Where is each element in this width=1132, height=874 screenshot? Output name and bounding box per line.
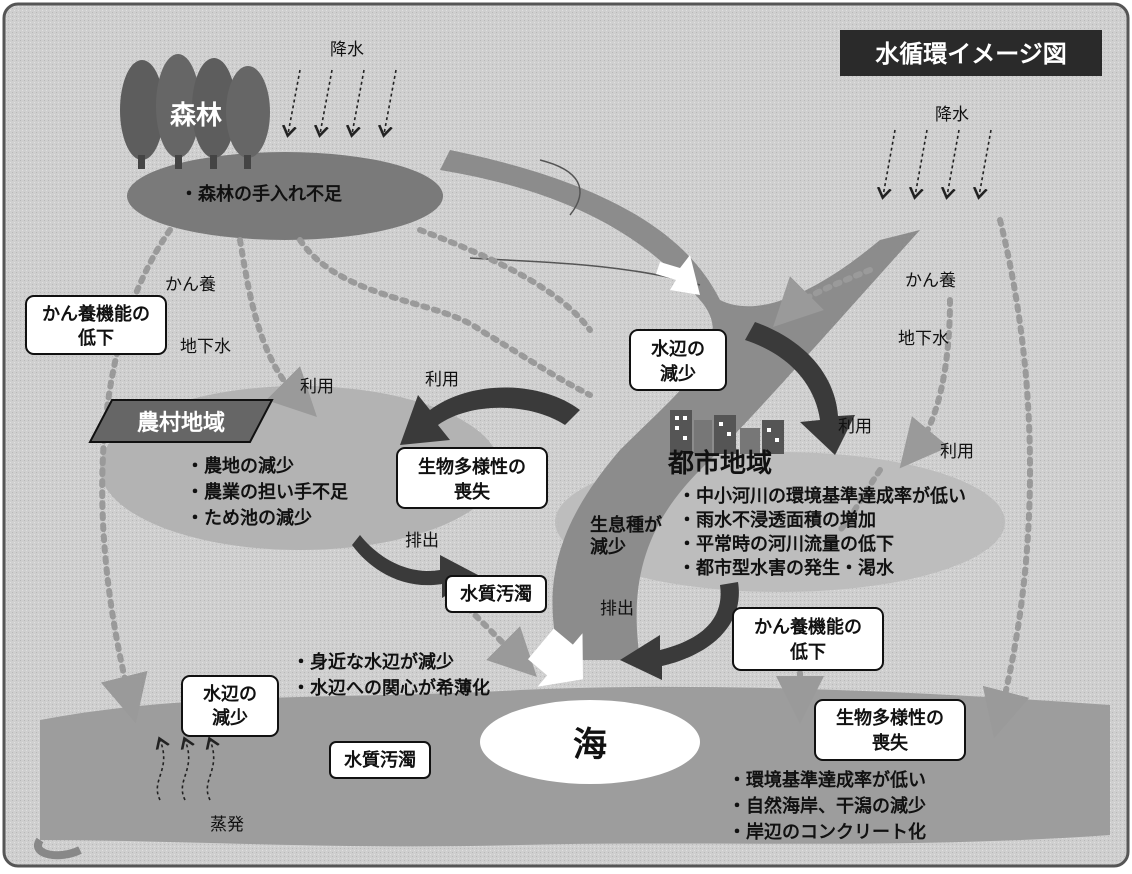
label-use-right-2: 利用 [940,442,974,462]
rural-issue-3: ・ため池の減少 [186,507,312,529]
forest-trees [120,54,270,169]
sea-ellipse [480,700,700,784]
box-recharge-decline-left: かん養機能の 低下 [25,295,167,355]
label-groundwater-right: 地下水 [898,329,949,349]
svg-text:水質汚濁: 水質汚濁 [460,583,532,605]
label-evaporation: 蒸発 [210,815,244,835]
urban-issue-3: ・平常時の河川流量の低下 [678,533,894,555]
box-waterside-decrease-bottom: 水辺の 減少 [181,675,279,737]
urban-issue-1: ・中小河川の環境基準達成率が低い [678,485,966,507]
rural-issue-1: ・農地の減少 [186,455,294,477]
label-habitat-2: 減少 [590,536,626,558]
label-recharge-left: かん養 [165,275,216,295]
diagram-title: 水循環イメージ図 [875,40,1067,68]
label-use-left: 利用 [300,377,334,397]
label-use-right-1: 利用 [838,417,872,437]
svg-text:生物多様性の: 生物多様性の [418,456,526,478]
svg-text:かん養機能の: かん養機能の [754,616,862,638]
box-water-pollution-center: 水質汚濁 [445,575,547,613]
river [440,150,920,660]
svg-text:かん養機能の: かん養機能の [42,303,150,325]
box-waterside-decrease-top: 水辺の 減少 [629,329,727,391]
label-discharge-left: 排出 [405,531,439,551]
label-use-center: 利用 [425,370,459,390]
forest-issue: ・森林の手入れ不足 [180,183,342,205]
rural-issue-2: ・農業の担い手不足 [186,481,348,503]
label-sea: 海 [573,725,607,765]
sea-issue-3: ・岸辺のコンクリート化 [728,821,926,843]
label-recharge-right: かん養 [905,271,956,291]
svg-text:低下: 低下 [789,641,826,663]
waterside-issue-1: ・身近な水辺が減少 [292,651,454,673]
svg-text:低下: 低下 [77,327,114,349]
rain-label-2: 降水 [935,105,969,125]
rain-left [288,69,397,134]
urban-name: 都市地域 [667,448,772,479]
label-habitat-1: 生息種が [590,514,662,536]
box-biodiversity-loss-center: 生物多様性の 喪失 [396,447,548,509]
box-water-pollution-bottom: 水質汚濁 [329,741,431,779]
svg-text:水質汚濁: 水質汚濁 [344,749,416,771]
sea-issue-1: ・環境基準達成率が低い [728,769,926,791]
rain-right [883,129,992,196]
rural-name: 農村地域 [137,410,225,436]
label-groundwater-left: 地下水 [180,337,231,357]
svg-text:減少: 減少 [660,363,696,385]
sea-issue-2: ・自然海岸、干潟の減少 [728,795,926,817]
city-buildings [670,410,784,454]
box-biodiversity-loss-sea: 生物多様性の 喪失 [814,699,966,761]
rural-label-plate [88,399,274,443]
label-discharge-right: 排出 [600,599,634,619]
svg-text:水辺の: 水辺の [203,683,257,705]
title-box [840,30,1102,76]
urban-issue-4: ・都市型水害の発生・渇水 [678,557,895,579]
forest-name: 森林 [170,101,222,131]
urban-issue-2: ・雨水不浸透面積の増加 [678,509,876,531]
box-recharge-decline-right: かん養機能の 低下 [732,607,884,671]
forest-ground [127,152,443,240]
svg-text:水辺の: 水辺の [651,338,705,360]
waterside-issue-2: ・水辺への関心が希薄化 [292,677,490,699]
svg-text:喪失: 喪失 [454,481,491,503]
svg-text:喪失: 喪失 [872,732,909,754]
rain-label-1: 降水 [330,40,364,60]
svg-text:減少: 減少 [212,707,248,729]
svg-text:生物多様性の: 生物多様性の [836,707,944,729]
